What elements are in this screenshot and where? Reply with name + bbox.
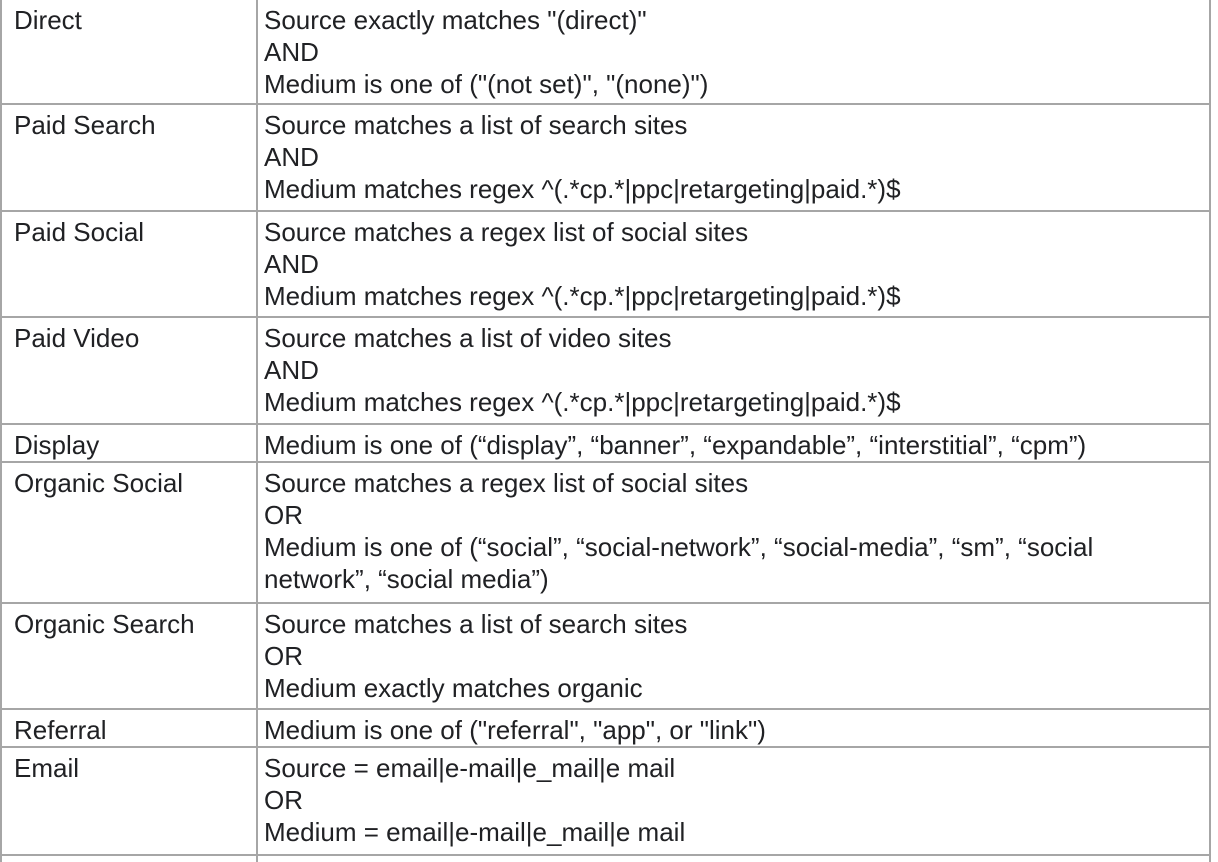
- channel-name-cell: Organic Search: [2, 604, 258, 708]
- table-row-paid-video: Paid Video Source matches a list of vide…: [2, 318, 1209, 425]
- channel-definition-cell: Source exactly matches "(direct)" AND Me…: [264, 5, 709, 99]
- table-row-referral: Referral Medium is one of ("referral", "…: [2, 710, 1209, 748]
- channel-name-cell: Email: [2, 748, 258, 854]
- channel-name-cell: Paid Social: [2, 212, 258, 316]
- channel-name-cell: Organic Social: [2, 463, 258, 602]
- table-row-display: Display Medium is one of (“display”, “ba…: [2, 425, 1209, 463]
- channel-definition-cell: Source matches a list of search sites AN…: [264, 110, 901, 204]
- channel-definition-cell: Source matches a regex list of social si…: [264, 468, 1094, 594]
- channel-name-cell: Paid Search: [2, 105, 258, 210]
- table-row-partial: [2, 856, 1209, 862]
- table-row-organic-search: Organic Search Source matches a list of …: [2, 604, 1209, 710]
- channel-name-cell: Referral: [2, 710, 258, 746]
- channel-definition-cell: Source matches a list of search sites OR…: [264, 609, 688, 703]
- table-row-direct: Direct Source exactly matches "(direct)"…: [2, 0, 1209, 105]
- channel-name-cell: Display: [2, 425, 258, 461]
- channel-definition-cell: Medium is one of (“display”, “banner”, “…: [264, 430, 1087, 460]
- channel-definition-cell: Source = email|e-mail|e_mail|e mail OR M…: [264, 753, 686, 847]
- channel-name-cell: [2, 856, 258, 862]
- channel-definition-cell: [258, 856, 1209, 862]
- table-row-organic-social: Organic Social Source matches a regex li…: [2, 463, 1209, 604]
- table-row-email: Email Source = email|e-mail|e_mail|e mai…: [2, 748, 1209, 856]
- channel-name-cell: Paid Video: [2, 318, 258, 423]
- channel-name-cell: Direct: [2, 0, 258, 103]
- channel-definition-cell: Medium is one of ("referral", "app", or …: [264, 715, 766, 745]
- channel-definition-cell: Source matches a regex list of social si…: [264, 217, 901, 311]
- table-row-paid-search: Paid Search Source matches a list of sea…: [2, 105, 1209, 212]
- channel-definition-cell: Source matches a list of video sites AND…: [264, 323, 901, 417]
- table-row-paid-social: Paid Social Source matches a regex list …: [2, 212, 1209, 318]
